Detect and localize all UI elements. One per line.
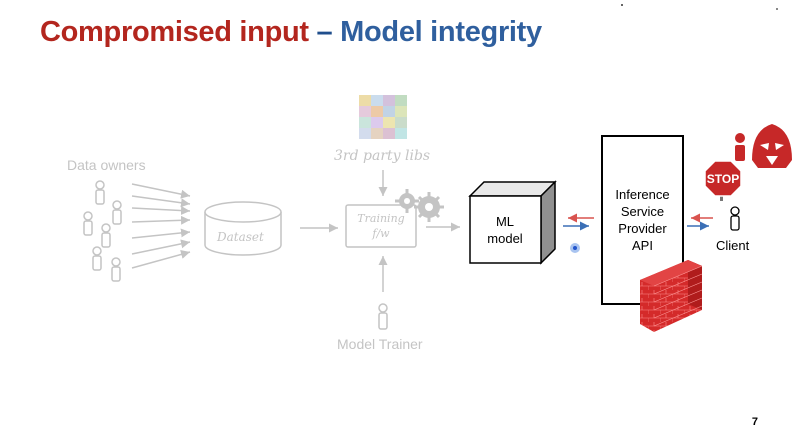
training-framework-box — [345, 204, 417, 248]
model-trainer-label: Model Trainer — [337, 336, 423, 352]
person-icon — [101, 223, 111, 248]
training-label: Training f/w — [346, 211, 416, 241]
person-icon — [112, 200, 122, 225]
person-icon — [92, 246, 102, 271]
api-line-2: Service — [620, 204, 665, 219]
training-line-1: Training — [357, 212, 405, 225]
api-line-4: API — [632, 238, 653, 253]
title-part-compromised: Compromised input — [40, 16, 309, 48]
darth-vader-icon — [752, 124, 792, 168]
top-dot-right — [776, 8, 778, 10]
data-owners-label: Data owners — [67, 157, 146, 173]
cube-icon — [468, 180, 557, 265]
ml-line-2: model — [487, 231, 523, 246]
data-owners-people — [83, 180, 122, 282]
gears-icon — [395, 189, 444, 222]
database-icon — [204, 201, 282, 256]
client-person-icon — [730, 206, 740, 231]
cursor-dot-icon — [570, 243, 580, 253]
dataset-label: Dataset — [217, 230, 264, 244]
training-line-2: f/w — [372, 227, 390, 240]
title-dash: – — [308, 16, 341, 48]
ml-model-label: ML model — [470, 213, 540, 247]
puzzle-icon — [359, 95, 407, 139]
top-dot — [621, 4, 623, 6]
person-icon — [83, 211, 93, 236]
page-number: 7 — [751, 416, 758, 428]
slide-title: Compromised input – Model integrity — [40, 16, 542, 49]
client-label: Client — [716, 238, 750, 253]
title-part-integrity: Model integrity — [340, 16, 542, 48]
api-line-1: Inference — [615, 187, 670, 202]
api-line-3: Provider — [618, 221, 667, 236]
person-icon — [378, 303, 388, 330]
inference-api-label: Inference Service Provider API — [601, 186, 684, 254]
stop-sign-icon: STOP — [704, 160, 742, 201]
third-party-libs-label: 3rd party libs — [334, 148, 431, 164]
person-icon — [111, 257, 121, 282]
ml-line-1: ML — [495, 214, 515, 229]
attacker-icon — [735, 133, 745, 161]
firewall-icon — [640, 260, 703, 332]
person-icon — [95, 180, 105, 205]
stop-sign-text: STOP — [707, 172, 739, 186]
data-owner-arrows — [131, 183, 191, 269]
